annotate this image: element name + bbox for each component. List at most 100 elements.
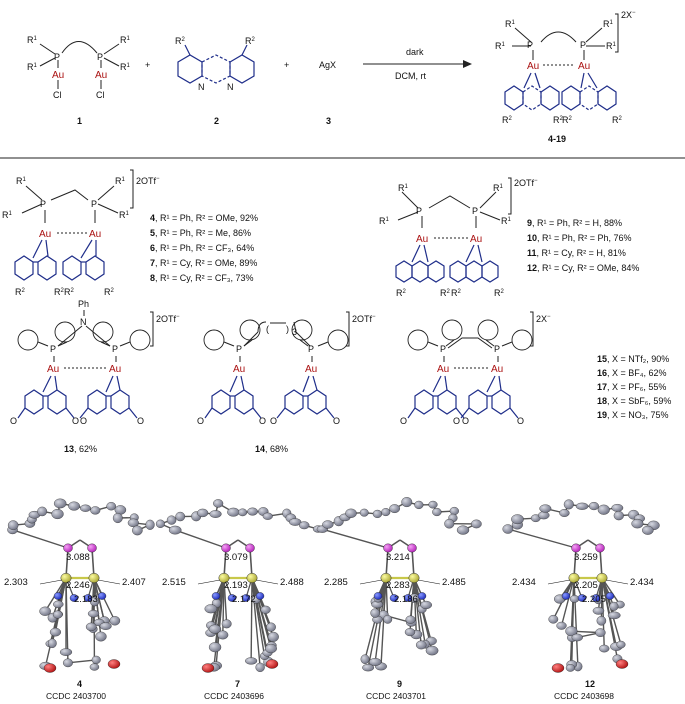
c-atom — [91, 655, 101, 665]
p-atom — [87, 543, 97, 553]
distance-left: 2.285 — [324, 577, 348, 588]
compound-number: 4-19 — [548, 134, 566, 144]
c-atom — [569, 595, 580, 603]
c-atom — [262, 512, 273, 520]
c-atom — [62, 658, 73, 668]
au-atom-label: Au — [89, 229, 101, 240]
au-atom-label: Au — [416, 234, 428, 245]
c-atom — [556, 621, 567, 630]
r1-label: R1 — [379, 216, 390, 226]
c-atom — [85, 622, 97, 632]
o-atom-label: O — [333, 416, 340, 426]
legend-line: 12, R¹ = Cy, R² = OMe, 84% — [527, 263, 639, 273]
c-atom — [432, 507, 442, 517]
au-atom-label: Au — [109, 364, 121, 375]
counterion-label: 2OTf− — [352, 314, 376, 324]
reactant-2-phenanthroline: R2 R2 N N 2 — [175, 36, 256, 126]
c-atom — [345, 508, 357, 518]
p-atom-label: P — [580, 40, 586, 50]
n-atom — [83, 594, 93, 602]
c-atom — [414, 500, 424, 510]
c-atom — [449, 506, 459, 516]
c-atom — [565, 626, 578, 637]
au-atom — [408, 572, 420, 584]
p-atom-label: P — [527, 40, 533, 50]
c-atom — [209, 510, 222, 518]
c-atom — [175, 511, 186, 522]
c-atom — [238, 508, 248, 517]
c-atom — [322, 520, 334, 529]
c-atom — [47, 638, 57, 649]
c-atom — [597, 504, 610, 515]
legend-line: 19, X = NO₃, 75% — [597, 410, 668, 420]
n-atom — [211, 592, 221, 600]
distance-au-au: 2.246 — [66, 580, 90, 591]
r1-label: R1 — [27, 35, 38, 45]
c-atom — [53, 600, 64, 609]
c-atom — [642, 525, 654, 535]
c-atom — [596, 615, 607, 626]
au-atom — [568, 572, 580, 584]
r2-label: R2 — [553, 115, 564, 125]
c-atom — [539, 504, 552, 513]
c-atom — [112, 512, 123, 524]
p-atom — [245, 543, 255, 553]
r1-label: R1 — [603, 19, 614, 29]
o-atom-label: O — [137, 416, 144, 426]
au-atom-label: Au — [305, 364, 317, 375]
p-atom-label: P — [97, 52, 103, 62]
compound-13-label: 13, 62% — [64, 444, 97, 454]
conditions-top: dark — [406, 47, 424, 57]
c-atom — [208, 642, 222, 653]
plus-sign: + — [145, 60, 150, 70]
c-atom — [95, 631, 107, 642]
c-atom — [565, 664, 575, 672]
ccdc-number: CCDC 2403700 — [46, 691, 106, 701]
distance-lower: 2.186 — [394, 594, 418, 605]
c-atom — [132, 525, 143, 536]
n-atom — [561, 592, 571, 600]
au-atom-label: Au — [470, 234, 482, 245]
distance-left: 2.515 — [162, 577, 186, 588]
p-atom — [407, 543, 417, 553]
n-atom — [53, 592, 63, 600]
c-atom — [405, 615, 416, 624]
complex-15-19: P P Au Au O O O O 2X− — [400, 311, 551, 426]
c-atom — [502, 524, 514, 534]
chain-index: 3 — [292, 327, 297, 337]
c-atom — [145, 519, 155, 530]
c-atom — [221, 619, 232, 629]
p-atom-label: P — [236, 344, 242, 354]
p-atom — [595, 543, 605, 553]
r1-label: R1 — [119, 210, 130, 220]
c-atom — [255, 662, 265, 672]
counterion-label: 2OTf− — [156, 314, 180, 324]
c-atom — [428, 500, 438, 509]
c-atom — [79, 504, 91, 512]
p-atom — [221, 543, 231, 553]
au-atom-label: Au — [578, 61, 590, 72]
r2-label: R2 — [494, 288, 505, 298]
au-atom-label: Au — [527, 61, 539, 72]
complex-14: ( ) 3 P P Au Au O O O O 2OTf− 14, 68% — [197, 311, 376, 454]
o-atom-label: O — [80, 416, 87, 426]
p-atom-label: P — [440, 344, 446, 354]
c-atom — [511, 514, 524, 525]
c-atom — [456, 525, 470, 535]
r2-label: R2 — [54, 287, 65, 297]
c-atom — [444, 518, 455, 529]
legend-line: 10, R¹ = Ph, R² = Ph, 76% — [527, 233, 632, 243]
r1-label: R1 — [495, 41, 506, 51]
c-atom — [381, 508, 391, 517]
legend-line: 17, X = PF₆, 55% — [597, 382, 666, 392]
o-atom — [201, 663, 215, 673]
c-atom — [267, 631, 279, 642]
r1-label: R1 — [493, 183, 504, 193]
c-atom — [607, 611, 621, 620]
o-atom-label: O — [10, 416, 17, 426]
legend-line: 4, R¹ = Ph, R² = OMe, 92% — [150, 213, 258, 223]
compound-number: 2 — [214, 116, 219, 126]
ph-label: Ph — [78, 299, 89, 309]
